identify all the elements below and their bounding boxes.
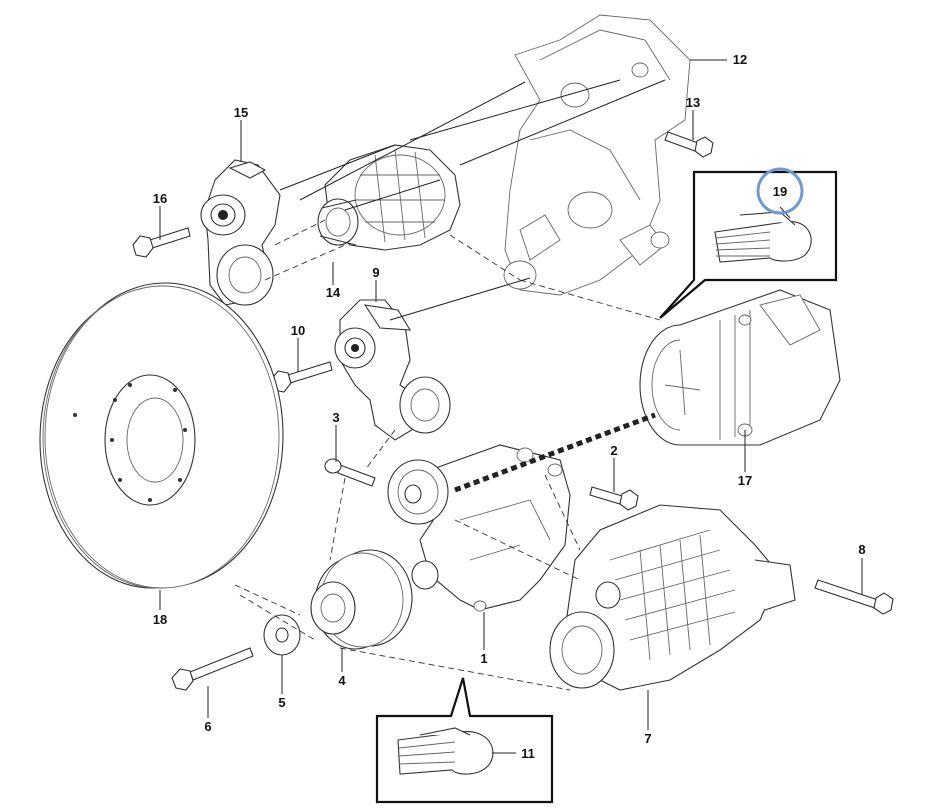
part-14-alternator[interactable] [317,144,461,251]
part-12-engine-bracket[interactable] [503,14,691,296]
belt-routing-lines [234,79,666,691]
inset-belt-11[interactable] [375,677,554,804]
callout-12[interactable]: 12 [733,52,747,67]
callout-14[interactable]: 14 [326,285,341,300]
part-5-washer[interactable] [263,614,301,656]
part-18-crankshaft-pulley[interactable] [39,282,284,589]
callout-4[interactable]: 4 [338,673,346,688]
callout-6[interactable]: 6 [204,719,211,734]
callout-13[interactable]: 13 [686,95,700,110]
part-1-accessory-bracket[interactable] [387,444,571,612]
part-17-ac-compressor[interactable] [639,289,841,446]
part-8-bolt[interactable] [814,579,894,615]
callout-11[interactable]: 11 [521,746,535,761]
callout-9[interactable]: 9 [372,265,379,280]
part-6-bolt[interactable] [171,647,254,691]
inset-belt-19[interactable] [659,170,838,319]
callout-10[interactable]: 10 [291,323,305,338]
part-16-bolt[interactable] [132,227,191,258]
callout-18[interactable]: 18 [153,612,167,627]
part-10-bolt[interactable] [270,361,333,393]
part-4-pulley[interactable] [310,549,413,650]
callout-16[interactable]: 16 [153,191,167,206]
callout-2[interactable]: 2 [610,443,617,458]
part-9-idler-tensioner[interactable] [334,299,451,441]
part-13-bolt[interactable] [664,131,714,158]
highlight-ring[interactable] [756,167,804,215]
callout-17[interactable]: 17 [738,473,752,488]
callout-8[interactable]: 8 [858,542,865,557]
part-3-bolt[interactable] [324,458,376,487]
callout-3[interactable]: 3 [332,410,339,425]
callout-7[interactable]: 7 [644,731,651,746]
callout-1[interactable]: 1 [480,651,487,666]
part-7-supercharger[interactable] [549,504,796,691]
part-15-belt-tensioner[interactable] [200,159,281,306]
callout-19[interactable]: 19 [773,184,787,199]
callout-15[interactable]: 15 [234,105,248,120]
callout-5[interactable]: 5 [278,695,285,710]
leader-lines [159,59,863,754]
part-2-bolt[interactable] [589,486,639,511]
